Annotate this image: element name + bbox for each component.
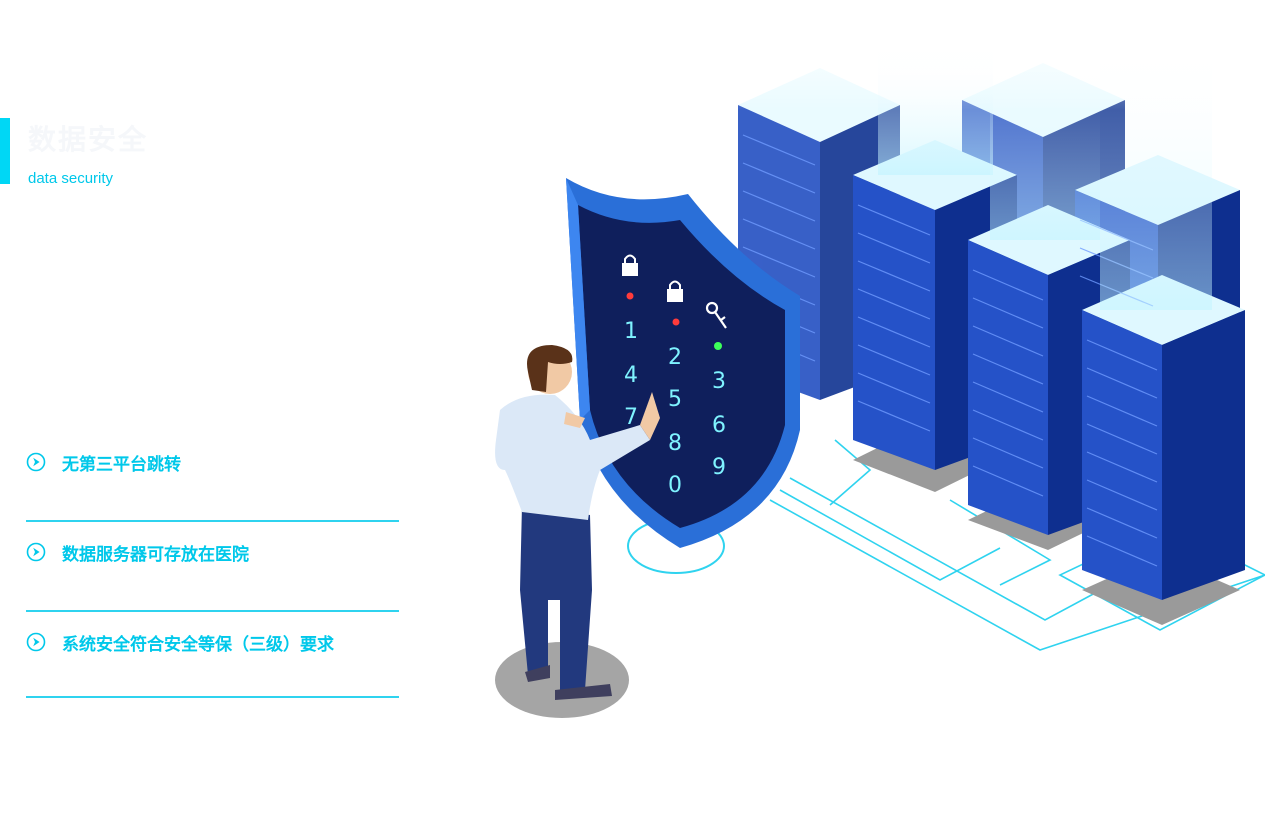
arrow-circle-icon — [26, 632, 46, 652]
arrow-circle-icon — [26, 452, 46, 472]
keypad-key: 9 — [712, 455, 726, 480]
feature-item: 数据服务器可存放在医院 — [26, 522, 399, 612]
keypad-key: 5 — [668, 387, 682, 412]
feature-label: 系统安全符合安全等保（三级）要求 — [62, 635, 334, 655]
section-accent-bar — [0, 118, 10, 184]
security-illustration: 1 2 3 4 5 6 7 8 9 0 — [495, 20, 1265, 718]
keypad-key: 7 — [624, 405, 638, 430]
keypad-key: 4 — [624, 363, 638, 388]
feature-label: 数据服务器可存放在医院 — [62, 545, 249, 565]
keypad-key: 2 — [668, 345, 682, 370]
keypad-key: 6 — [712, 413, 726, 438]
arrow-circle-icon — [26, 542, 46, 562]
feature-item: 系统安全符合安全等保（三级）要求 — [26, 612, 399, 698]
feature-label: 无第三平台跳转 — [62, 455, 181, 475]
status-led-red — [672, 318, 680, 326]
key-icon — [705, 301, 727, 329]
feature-item: 无第三平台跳转 — [26, 432, 399, 522]
keypad-key: 1 — [624, 319, 638, 344]
server-racks — [730, 20, 1265, 625]
section-title: 数据安全 — [28, 123, 149, 156]
keypad-key: 3 — [712, 369, 726, 394]
status-led-red — [626, 292, 634, 300]
person-figure — [495, 345, 660, 700]
lock-icon — [667, 280, 683, 302]
keypad-key: 8 — [668, 431, 682, 456]
status-led-green — [714, 342, 722, 350]
feature-list: 无第三平台跳转 数据服务器可存放在医院 系统安全符合安全等保（三级）要求 — [26, 432, 399, 698]
section-subtitle: data security — [28, 170, 114, 187]
keypad-key: 0 — [668, 473, 682, 498]
keypad: 1 2 3 4 5 6 7 8 9 0 — [624, 319, 726, 498]
lock-icon — [622, 254, 638, 276]
